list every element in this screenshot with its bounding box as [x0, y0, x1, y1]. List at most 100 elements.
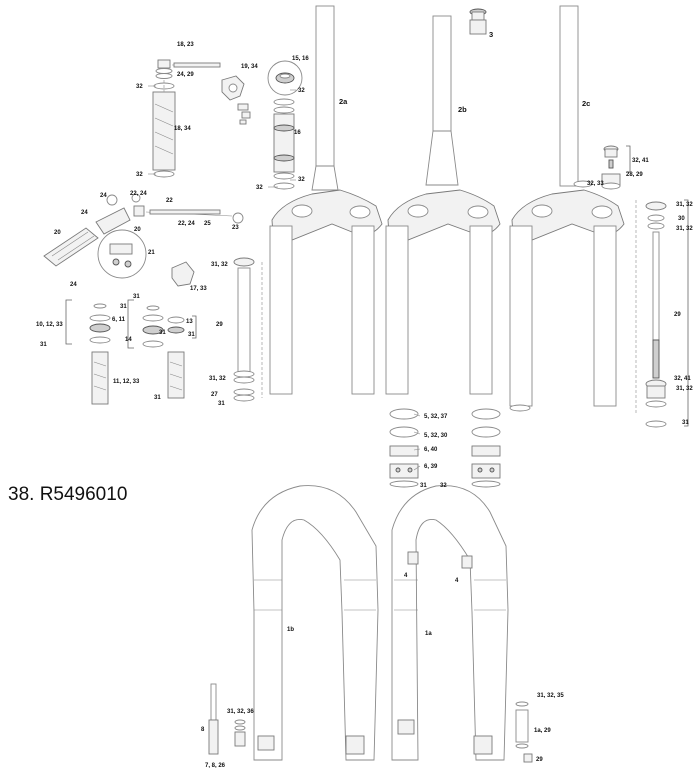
label-2a: 2a — [339, 97, 348, 106]
upper-left-cartridge — [152, 59, 221, 178]
label-31-32-35: 31, 32, 35 — [537, 693, 564, 699]
stanchion-2c — [509, 5, 625, 407]
label-24-c: 24 — [70, 282, 77, 288]
label-31-32-cart-top: 31, 32 — [211, 262, 228, 268]
label-8: 8 — [201, 727, 205, 733]
label-23: 23 — [232, 225, 239, 231]
label-27: 27 — [211, 392, 218, 398]
label-20-b: 20 — [134, 227, 141, 233]
headset-stack-left — [389, 408, 419, 488]
label-6-11: 6, 11 — [112, 317, 126, 323]
label-1a-29: 1a, 29 — [534, 728, 551, 734]
label-10-12-33: 10, 12, 33 — [36, 322, 63, 328]
label-5-32-30: 5, 32, 30 — [424, 433, 448, 439]
callout-circle-15-16 — [267, 60, 303, 96]
label-30: 30 — [678, 216, 685, 222]
label-31-32-36: 31, 32, 36 — [227, 709, 254, 715]
damper-stack-16 — [273, 98, 295, 190]
label-32-a: 32 — [136, 84, 143, 90]
label-6-39: 6, 39 — [424, 464, 438, 470]
linkage-19-34 — [221, 75, 251, 125]
label-32-d: 32 — [298, 177, 305, 183]
label-31-rt: 31 — [682, 420, 689, 426]
label-15-16: 15, 16 — [292, 56, 309, 62]
damper-parts-left — [89, 303, 111, 405]
bracket-right-cart — [684, 199, 689, 427]
label-1a: 1a — [425, 631, 432, 637]
lever-clamp-20-21 — [97, 229, 147, 279]
label-11-12-33: 11, 12, 33 — [113, 379, 140, 385]
label-32-f: 32 — [440, 483, 447, 489]
label-28-29: 28, 29 — [626, 172, 643, 178]
lower-leg-1b — [251, 485, 379, 761]
label-29-cart: 29 — [216, 322, 223, 328]
bracket-topcap — [626, 145, 631, 173]
bottom-parts-31-32-35 — [515, 701, 533, 763]
label-31-l5: 31 — [154, 395, 161, 401]
label-31-32-rt-a: 31, 32 — [676, 202, 693, 208]
label-29-bot: 29 — [536, 757, 543, 763]
right-cartridge-29 — [635, 200, 667, 428]
seal-32-33 — [573, 180, 593, 188]
label-19-34: 19, 34 — [241, 64, 258, 70]
bracket-left-damper — [65, 299, 72, 345]
leader-lines — [148, 85, 421, 471]
shock-pump-8 — [208, 683, 219, 755]
bracket-right-damper — [192, 315, 197, 339]
label-2c: 2c — [582, 99, 590, 108]
label-31-m: 31 — [40, 342, 47, 348]
label-32-33: 32, 33 — [587, 181, 604, 187]
label-13: 13 — [186, 319, 193, 325]
damper-parts-right — [142, 305, 185, 399]
label-25: 25 — [204, 221, 211, 227]
label-6-40: 6, 40 — [424, 447, 438, 453]
label-2b: 2b — [458, 105, 467, 114]
label-16: 16 — [294, 130, 301, 136]
label-5-32-37: 5, 32, 37 — [424, 414, 448, 420]
stanchion-2a — [269, 5, 383, 395]
label-32-c: 32 — [136, 172, 143, 178]
label-17-33: 17, 33 — [190, 286, 207, 292]
label-18-34: 18, 34 — [174, 126, 191, 132]
headset-stack-right — [471, 408, 501, 488]
label-18-23: 18, 23 — [177, 42, 194, 48]
label-31-hs: 31 — [420, 483, 427, 489]
seal-ring-center — [509, 404, 531, 412]
label-20-a: 20 — [54, 230, 61, 236]
label-14: 14 — [125, 337, 132, 343]
label-7-8-26: 7, 8, 26 — [205, 763, 226, 769]
label-31-32-cart-bot: 31, 32 — [209, 376, 226, 382]
label-31-l4: 31 — [188, 332, 195, 338]
callout-labels: 18, 23 24, 29 19, 34 15, 16 32 32 18, 34… — [36, 30, 693, 769]
topcap-32-41 — [603, 145, 619, 169]
label-22-24-a: 22, 24 — [130, 191, 147, 197]
stanchion-2b — [385, 15, 501, 395]
label-22-24-b: 22, 24 — [178, 221, 195, 227]
label-24-29: 24, 29 — [177, 72, 194, 78]
label-32-e: 32 — [256, 185, 263, 191]
center-cartridge-29 — [233, 257, 263, 402]
label-3: 3 — [489, 30, 493, 39]
bottom-parts-31-32-36 — [234, 719, 246, 747]
label-31-l3: 31 — [159, 330, 166, 336]
label-4-a: 4 — [404, 573, 408, 579]
label-1b: 1b — [287, 627, 294, 633]
label-31-32-rt-b: 31, 32 — [676, 226, 693, 232]
remote-lever-assembly — [43, 193, 244, 267]
label-32-41-rt: 32, 41 — [674, 376, 691, 382]
label-31-32-rt-c: 31, 32 — [676, 386, 693, 392]
part-28-29 — [601, 173, 621, 190]
label-24-a: 24 — [100, 193, 107, 199]
label-32-b: 32 — [298, 88, 305, 94]
lower-leg-1a — [391, 485, 509, 761]
label-4-b: 4 — [455, 578, 459, 584]
label-21: 21 — [148, 250, 155, 256]
label-31-cart: 31 — [218, 401, 225, 407]
top-cap-part — [469, 8, 487, 35]
label-22: 22 — [166, 198, 173, 204]
bracket-mid-damper — [127, 299, 134, 349]
label-31-l2: 31 — [120, 304, 127, 310]
label-29-rt: 29 — [674, 312, 681, 318]
label-32-41-top: 32, 41 — [632, 158, 649, 164]
